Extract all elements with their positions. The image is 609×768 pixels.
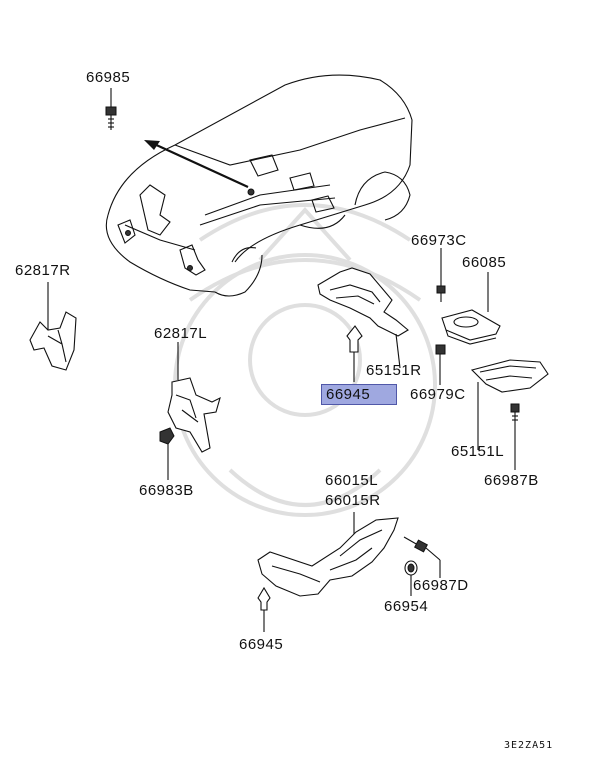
screw-66973C-part — [436, 248, 446, 302]
undercover-66015-part — [257, 512, 399, 597]
label-66979C: 66979C — [410, 386, 466, 403]
label-66015L: 66015L — [325, 472, 379, 489]
bolt-66985-part — [105, 88, 117, 130]
label-66987D: 66987D — [413, 577, 469, 594]
undercover-65151R-part — [317, 267, 409, 369]
arrow-to-66985 — [144, 140, 249, 188]
clip-66945-upper-part — [346, 325, 363, 382]
diagram-code: 3E2ZA51 — [504, 740, 554, 751]
bolt-66987B-part — [510, 403, 520, 470]
plate-66085-part — [441, 272, 501, 345]
label-66945: 66945 — [239, 636, 284, 653]
bracket-62817R-part — [29, 282, 77, 371]
bolt-66987D-part — [403, 536, 441, 578]
label-65151R: 65151R — [366, 362, 422, 379]
label-66973C: 66973C — [411, 232, 467, 249]
label-66085: 66085 — [462, 254, 507, 271]
watermark-emblem — [173, 203, 437, 517]
clip-66983B-part — [159, 427, 175, 480]
label-66983B: 66983B — [139, 482, 194, 499]
label-66954: 66954 — [384, 598, 429, 615]
label-62817L: 62817L — [154, 325, 208, 342]
label-66985: 66985 — [86, 69, 131, 86]
car-body-illustration — [105, 74, 413, 297]
clip-66945-lower-part — [257, 586, 271, 632]
label-66945-highlighted[interactable]: 66945 — [321, 384, 397, 405]
bracket-62817L-part — [167, 342, 221, 453]
label-66987B: 66987B — [484, 472, 539, 489]
label-65151L: 65151L — [451, 443, 505, 460]
nut-66954-part — [404, 560, 418, 596]
label-62817R: 62817R — [15, 262, 71, 279]
label-66015R: 66015R — [325, 492, 381, 509]
undercover-65151L-part — [470, 359, 549, 450]
clip-66979C-part — [435, 344, 446, 385]
